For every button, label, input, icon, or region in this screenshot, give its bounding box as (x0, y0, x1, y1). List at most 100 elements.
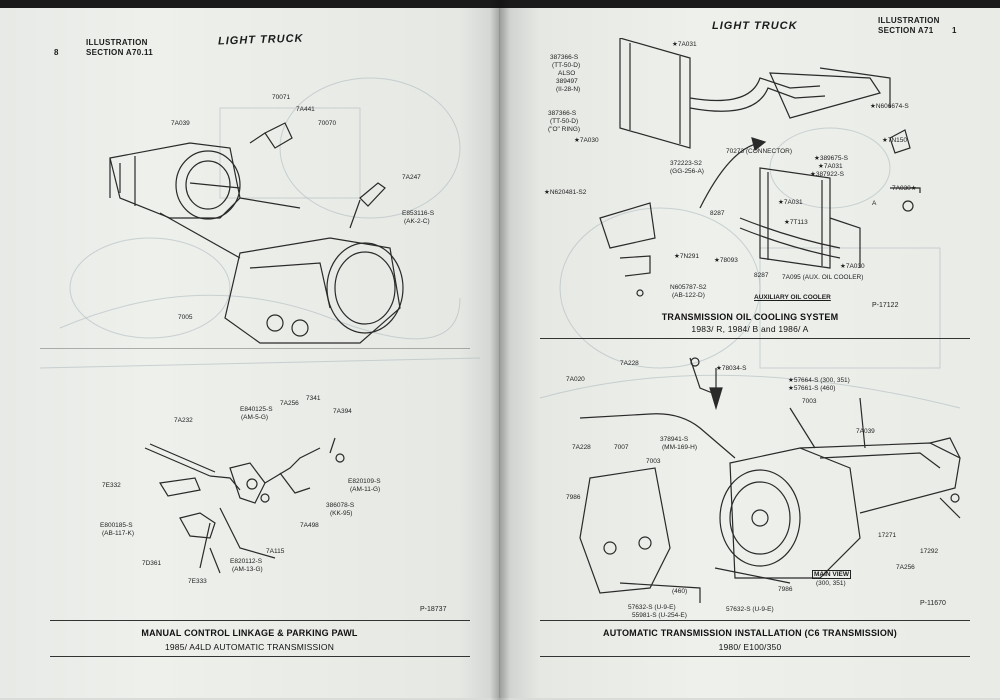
left-caption-rule-bottom (50, 656, 470, 657)
right-callout-n606674: ★N606674-S (870, 103, 909, 110)
right-callout-7a228-a: 7A228 (620, 360, 639, 367)
right-callout-55981: 55981-S (U-254-E) (632, 612, 687, 619)
book-gutter (490, 0, 510, 700)
right-header-label-2: SECTION A71 (878, 26, 934, 35)
left-top-transmission-figure (109, 122, 404, 344)
right-callout-7a039: 7A039 (856, 428, 875, 435)
right-callout-7n291: ★7N291 (674, 253, 699, 260)
right-caption-rule-top (540, 620, 970, 621)
right-callout-gg256a: (GG-256-A) (670, 168, 704, 175)
left-callout-7a394: 7A394 (333, 408, 352, 415)
right-callout-7003-b: 7003 (646, 458, 661, 465)
right-callout-57632-a: 57632-S (U-9-E) (628, 604, 676, 611)
right-caption-rule-bottom (540, 656, 970, 657)
left-callout-7a232: 7A232 (174, 417, 193, 424)
right-callout-8287-b: 8287 (754, 272, 769, 279)
right-page: LIGHT TRUCK ILLUSTRATION SECTION A71 1 (500, 8, 1000, 698)
right-callout-7a095: 7A095 (AUX. OIL COOLER) (782, 274, 864, 281)
right-callout-17271: 17271 (878, 532, 897, 539)
left-callout-7a498: 7A498 (300, 522, 319, 529)
left-header-label-2: SECTION A70.11 (86, 48, 154, 57)
left-callout-7e332: 7E332 (102, 482, 121, 489)
left-page-marker: 8 (54, 48, 59, 57)
left-callout-70070: 70070 (318, 120, 337, 127)
right-caption-line1: AUTOMATIC TRANSMISSION INSTALLATION (C6 … (603, 628, 897, 638)
right-callout-57664: ★57664-S (300, 351) (788, 377, 850, 384)
right-callout-tt50d-b: (TT-50-D) (550, 118, 579, 125)
right-header-label-1: ILLUSTRATION (878, 16, 940, 25)
right-callout-ii28n: (II-28-N) (556, 86, 581, 93)
left-callout-e840125: E840125-S (240, 406, 273, 413)
right-callout-460: (460) (672, 588, 688, 595)
left-callout-7d361: 7D361 (142, 560, 162, 567)
left-ghost-drawing (39, 77, 481, 369)
right-callout-387366-a: 387366-S (550, 54, 579, 61)
right-page-marker: 1 (952, 26, 957, 35)
left-caption-rule-top (50, 620, 470, 621)
right-caption-line2: 1980/ E100/350 (718, 642, 782, 652)
left-callout-7341: 7341 (306, 395, 321, 402)
left-page: ILLUSTRATION SECTION A70.11 8 LIGHT TRUC… (0, 8, 500, 698)
left-callout-ab117k: (AB-117-K) (102, 530, 135, 537)
left-callout-e820109: E820109-S (348, 478, 381, 485)
right-callout-ab122d: (AB-122-D) (672, 292, 705, 299)
left-linkage-figure (144, 437, 345, 574)
right-callout-378941: 378941-S (660, 436, 689, 443)
left-callout-7a256: 7A256 (280, 400, 299, 407)
left-callout-7e333: 7E333 (188, 578, 207, 585)
left-callout-7a115: 7A115 (266, 548, 285, 555)
right-callout-7n150: ★7N150 (882, 137, 907, 144)
left-callout-7005: 7005 (178, 314, 193, 321)
left-callout-ak2c: (AK-2-C) (404, 218, 430, 225)
right-callout-tt50d-a: (TT-50-D) (552, 62, 581, 69)
right-callout-7a030-c: ★7A030 (840, 263, 865, 270)
right-installation-figure (579, 357, 961, 603)
left-callout-kk95: (KK-95) (330, 510, 353, 517)
right-callout-7a031-b: ★7A031 (818, 163, 843, 170)
right-page-title: LIGHT TRUCK (712, 20, 798, 32)
right-callout-7986-b: 7986 (778, 586, 793, 593)
right-callout-main-view: MAIN VIEW (812, 570, 852, 579)
right-callout-7a030-a: ★7A030 (574, 137, 599, 144)
left-page-title: LIGHT TRUCK (217, 32, 304, 48)
right-callout-57632-b: 57632-S (U-9-E) (726, 606, 774, 613)
right-callout-57661: ★57661-S (460) (788, 385, 836, 392)
right-callout-78034: ★78034-S (716, 365, 747, 372)
right-callout-n620481: ★N620481-S2 (544, 189, 587, 196)
right-callout-also: ALSO (558, 70, 576, 77)
right-callout-17292: 17292 (920, 548, 939, 555)
right-callout-7t113: ★7T113 (784, 219, 808, 226)
left-callout-7a247: 7A247 (402, 174, 421, 181)
right-callout-7a256: 7A256 (896, 564, 915, 571)
right-callout-aux-oil-cooler: AUXILIARY OIL COOLER (754, 294, 831, 301)
right-callout-387922: ★387922-S (810, 171, 845, 178)
left-callout-386078: 386078-S (326, 502, 355, 509)
left-callout-7a039: 7A039 (171, 120, 190, 127)
right-callout-7a228-b: 7A228 (572, 444, 591, 451)
right-callout-a: A (872, 200, 877, 207)
right-callout-8287-a: 8287 (710, 210, 725, 217)
left-caption-line1: MANUAL CONTROL LINKAGE & PARKING PAWL (141, 628, 358, 638)
left-callout-e820112: E820112-S (230, 558, 263, 565)
left-caption-line2: 1985/ A4LD AUTOMATIC TRANSMISSION (164, 642, 335, 652)
left-callout-70071: 70071 (272, 94, 291, 101)
right-callout-7a020: 7A020 (566, 376, 585, 383)
left-callout-am11g: (AM-11-G) (350, 486, 381, 493)
right-figure-number: P-11670 (920, 600, 946, 607)
right-callout-7a031-c: ★7A031 (778, 199, 803, 206)
right-caption-top-1: TRANSMISSION OIL COOLING SYSTEM (661, 312, 839, 322)
right-mid-rule (540, 338, 970, 339)
right-callout-7986-a: 7986 (566, 494, 581, 501)
left-header-label-1: ILLUSTRATION (86, 38, 148, 47)
right-callout-mm169h: (MM-169-H) (662, 444, 698, 451)
left-callout-am5g: (AM-5-G) (241, 414, 269, 421)
right-callout-7007: 7007 (614, 444, 629, 451)
left-figure-number: P-18737 (420, 606, 447, 613)
right-caption-top-2: 1983/ R, 1984/ B and 1986/ A (691, 324, 809, 334)
right-callout-7a031-a: ★7A031 (672, 41, 697, 48)
right-callout-oring: ("O" RING) (548, 126, 581, 133)
right-callout-389675: ★389675-S (814, 155, 849, 162)
right-callout-372223: 372223-S2 (670, 160, 702, 167)
right-callout-389497: 389497 (556, 78, 578, 85)
